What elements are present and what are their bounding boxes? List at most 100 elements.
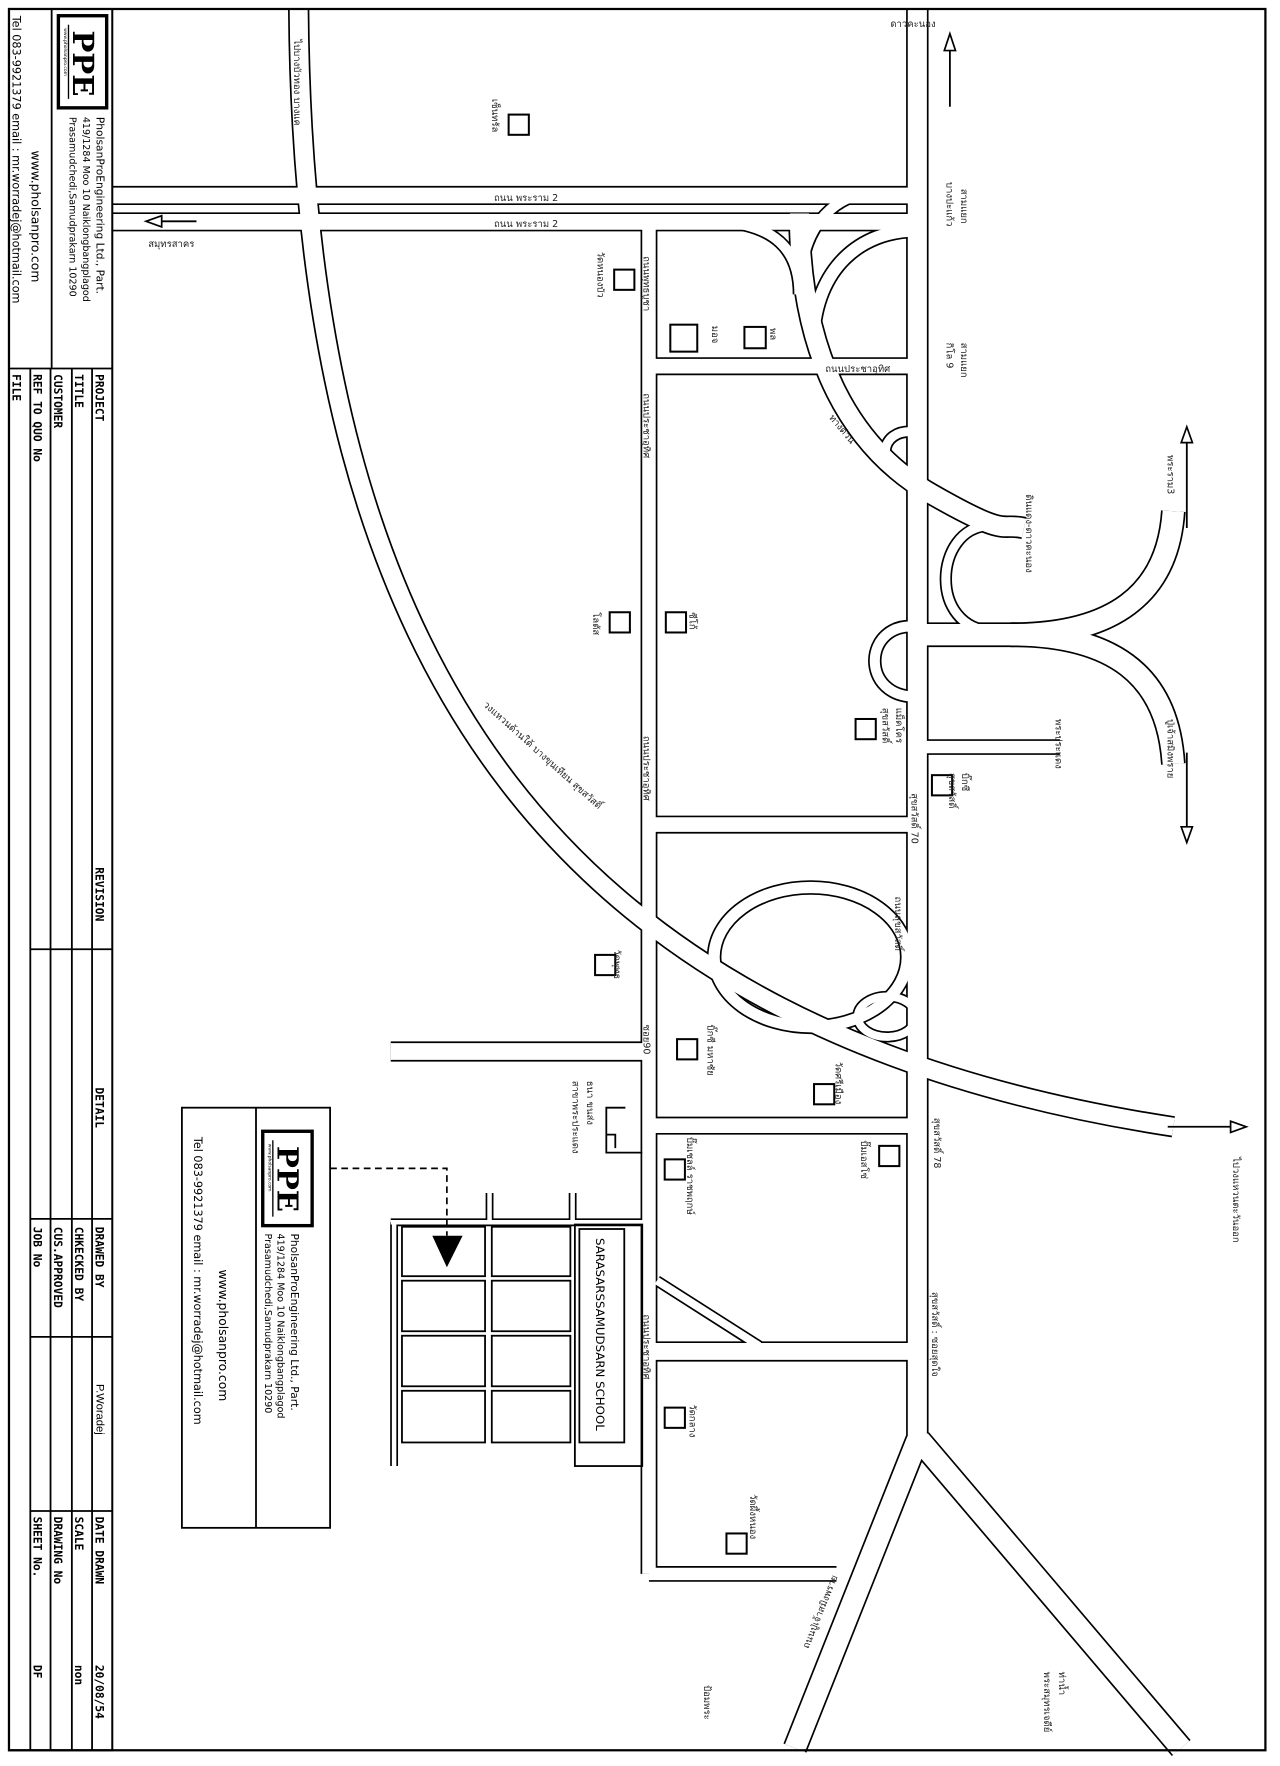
road-network: SARASARSSAMUDSARN SCHOOL bbox=[112, 8, 1191, 1757]
label-wat-sri-mueang: วัดศรีเมือง bbox=[832, 1062, 844, 1105]
label-pracha-uthit: ถนนประชาอุทิศ bbox=[640, 1314, 651, 1379]
label-checked-by: CHKECKED BY bbox=[72, 1227, 85, 1302]
label-bigc: บิ๊กซี bbox=[959, 773, 973, 792]
landmark-square bbox=[676, 1038, 699, 1061]
value-sheet-no: DF bbox=[31, 1665, 44, 1679]
label-customer: CUSTOMER bbox=[51, 374, 64, 428]
apartment-cell bbox=[490, 1334, 572, 1388]
apartment-cell bbox=[490, 1279, 572, 1333]
label-soi-90: ซอย90 bbox=[640, 1025, 651, 1055]
landmark-square bbox=[813, 1083, 836, 1106]
landmarks bbox=[507, 113, 954, 1555]
label-wat-phut: วัดพุทธ bbox=[611, 949, 622, 979]
road-fills bbox=[112, 8, 1190, 1755]
school-lane bbox=[390, 1193, 649, 1467]
landmark-square bbox=[663, 1406, 686, 1429]
drawing-border bbox=[7, 7, 1267, 1752]
landmark-square bbox=[878, 1144, 901, 1168]
company-contact: Tel 083-9921379 email : mr.worradej@hotm… bbox=[9, 15, 22, 304]
title-block: PPE www.pholsanpro.com PholsanProEnginee… bbox=[7, 7, 114, 1752]
landmark-square bbox=[743, 325, 767, 350]
label-makro: สุขสวัสดิ์ bbox=[880, 708, 894, 745]
landmark-square bbox=[663, 1158, 686, 1181]
label-shell: ปั๊มเชลล์ ราชพฤกษ์ bbox=[684, 1137, 698, 1215]
company-address-line1: 419/1284 Moo 10 Naiklongbangplagod bbox=[80, 117, 91, 302]
label-scale: SCALE bbox=[72, 1517, 85, 1551]
school-building bbox=[578, 1228, 626, 1444]
value-scale: non bbox=[72, 1665, 85, 1685]
company-address-line1: 419/1284 Moo 10 Naiklongbangplagod bbox=[274, 1234, 285, 1419]
label-pracha-uthit: ถนนประชาอุทิศ bbox=[640, 736, 651, 801]
label-pier: พระสมุทรเจดีย์ bbox=[1041, 1672, 1053, 1733]
label-suksawat-78: สุขสวัสดิ์ 78 bbox=[931, 1118, 945, 1169]
school-block bbox=[573, 1223, 644, 1467]
label-project: PROJECT bbox=[92, 374, 105, 422]
logo-url: www.pholsanpro.com bbox=[62, 28, 68, 76]
company-name: PholsanProEngineering Ltd., Part. bbox=[94, 117, 107, 294]
label-pracha-uthit: ถนนประชาอุทิศ bbox=[640, 393, 651, 458]
label-job-no: JOB No bbox=[31, 1227, 44, 1268]
label-bigc: สุขสวัสดิ์ bbox=[946, 773, 960, 810]
label-junction: บางปะแก้ว bbox=[944, 182, 955, 227]
transport-building bbox=[605, 1106, 643, 1154]
arrow-up-icon bbox=[943, 31, 957, 107]
landmark-square bbox=[669, 323, 699, 353]
location-pointer-arrow bbox=[330, 1167, 463, 1268]
label-wat-klang: วัดกลาง bbox=[686, 1404, 697, 1437]
label-esso: ปั๊มเอสโซ่ bbox=[858, 1140, 872, 1179]
label-detail: DETAIL bbox=[92, 1087, 105, 1128]
label-seiko: ซีโก้ bbox=[686, 612, 698, 630]
landmark-square bbox=[664, 611, 688, 634]
label-dao-khanong: ดาวคะนอง bbox=[890, 19, 935, 30]
apartment-cell bbox=[401, 1225, 486, 1278]
value-date-drawn: 20/08/54 bbox=[92, 1665, 105, 1719]
label-phra-pradaeng: พระประแดง bbox=[1052, 719, 1063, 769]
label-bigc-mahachai: บิ๊กซี มหาชัย bbox=[704, 1025, 718, 1076]
label-drawed-by: DRAWED BY bbox=[92, 1227, 105, 1288]
label-makro: แม็คโคร bbox=[893, 708, 906, 743]
label-wat-phueng: วัดผึ้งหนอง bbox=[747, 1494, 760, 1539]
arrow-down-icon bbox=[1179, 752, 1194, 846]
label-pol: พล bbox=[767, 328, 778, 340]
landmark-square bbox=[594, 953, 617, 977]
label-junction: สามแยก bbox=[958, 189, 969, 224]
label-phuttha-bucha-road: ถนนพุทธบูชา bbox=[640, 256, 651, 311]
school-area: SARASARSSAMUDSARN SCHOOL bbox=[401, 1223, 644, 1467]
label-file: FILE bbox=[9, 374, 22, 401]
landmark-square bbox=[608, 611, 631, 634]
company-website: www.pholsanpro.com bbox=[28, 151, 42, 283]
label-pier: ท่าน้ำ bbox=[1056, 1672, 1069, 1696]
company-contact: Tel 083-9921379 email : mr.worradej@hotm… bbox=[191, 1136, 204, 1425]
label-title: TITLE bbox=[72, 374, 85, 408]
label-wat-nong-bua: วัดหนองบัว bbox=[594, 252, 605, 298]
label-transport: ธนา ขนส่ง bbox=[584, 1081, 595, 1125]
apartment-cell bbox=[401, 1334, 486, 1388]
label-to-bang-bua-thong: ไปบางบัวทอง บางแค bbox=[291, 38, 303, 126]
arrow-right-icon bbox=[1167, 1119, 1249, 1134]
arrow-left-icon bbox=[143, 214, 197, 229]
apartment-cell bbox=[401, 1389, 486, 1444]
value-drawed-by: P.Woradej bbox=[94, 1384, 106, 1435]
apartment-cell bbox=[401, 1279, 486, 1333]
logo-url: www.pholsanpro.com bbox=[266, 1144, 272, 1192]
label-pracha-uthit: ถนนประชาอุทิศ bbox=[825, 364, 890, 375]
ring-road-expressway bbox=[288, 8, 1175, 1138]
landmark-square bbox=[507, 113, 530, 136]
label-suksawat-road: ถนนสุขสวัสดิ์ bbox=[892, 896, 906, 952]
title-block-logo: PPE www.pholsanpro.com bbox=[56, 14, 109, 110]
label-samut-sakhon: สมุทรสาคร bbox=[148, 239, 194, 250]
label-to-ring-east: ไปวงแหวนตะวันออก bbox=[1230, 1156, 1242, 1243]
label-revision: REVISION bbox=[92, 867, 105, 921]
landmark-square bbox=[725, 1532, 748, 1555]
label-rama3: พระราม3 bbox=[1165, 455, 1176, 494]
logo-text: PPE bbox=[66, 30, 100, 96]
label-rama2: ถนน พระราม 2 bbox=[494, 193, 558, 204]
company-card-inset: PPE www.pholsanpro.com PholsanProEnginee… bbox=[180, 1106, 332, 1529]
label-pu-chao: ปู่เจ้าสมิงพราย bbox=[1165, 719, 1176, 778]
apartment-cell bbox=[490, 1389, 572, 1444]
label-ref-to-quo: REF TO QUO No bbox=[31, 374, 44, 462]
label-central: เซ็นทรัล bbox=[489, 99, 502, 133]
company-address-line2: Prasamudchedi,Samudprakarn 10290 bbox=[67, 117, 78, 297]
apartment-cell bbox=[490, 1225, 572, 1278]
